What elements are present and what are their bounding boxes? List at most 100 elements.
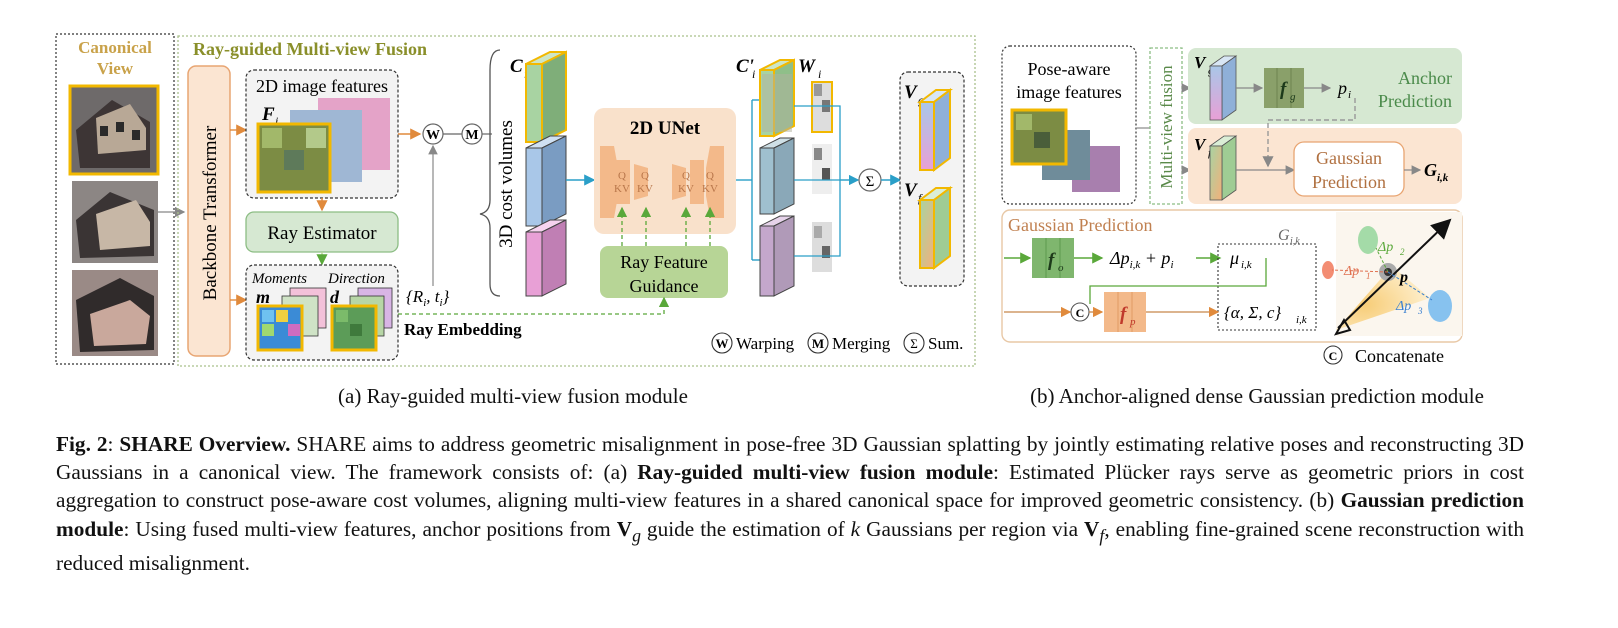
svg-text:o: o [1058,262,1064,274]
svg-text:m: m [256,287,270,307]
params-label: {α, Σ, c} [1224,303,1281,322]
ray-embedding-label: Ray Embedding [404,320,522,339]
svg-text:Σ: Σ [910,336,918,351]
svg-text:Anchor: Anchor [1398,68,1452,88]
ci-label: C [510,56,523,77]
fusion-region [177,35,976,367]
svg-text:Gaussian Prediction: Gaussian Prediction [1008,215,1152,235]
vf-small [1208,135,1238,201]
svg-text:Q: Q [706,170,714,182]
feature-maps [256,98,390,194]
multiview-fusion-bar [1149,47,1183,205]
svg-text:Q: Q [682,170,690,182]
svg-text:Backbone Transformer: Backbone Transformer [200,125,221,300]
svg-text:Δp: Δp [1377,240,1393,255]
gik-label: G [1424,160,1437,180]
view-image-3 [72,270,158,356]
svg-text:Q: Q [641,170,649,182]
svg-text:Ray Estimator: Ray Estimator [267,223,377,244]
caption-vf: V [1084,516,1100,541]
svg-text:3: 3 [1417,306,1423,316]
vf-label: V [904,180,918,201]
caption-text-5: Gaussians per region via [860,516,1085,541]
svg-text:Warping: Warping [736,334,795,353]
svg-text:Merging: Merging [832,334,891,353]
svg-text:Prediction: Prediction [1378,91,1452,111]
figure-caption: Fig. 2: SHARE Overview. SHARE aims to ad… [56,432,1525,576]
weight-maps [811,81,833,272]
svg-text:i: i [275,114,278,128]
svg-text:i: i [818,67,821,81]
caption-bold-1: Ray-guided multi-view fusion module [637,460,994,485]
svg-text:Direction: Direction [327,271,385,287]
svg-text:i,k: i,k [1241,259,1253,271]
svg-text:d: d [330,287,340,307]
svg-text:KV: KV [702,183,718,195]
svg-text:i: i [1348,89,1351,101]
svg-text:i: i [752,67,755,81]
svg-text:Moments: Moments [251,271,307,287]
caption-text-1: SHARE aims to address geometric misalign… [56,432,1524,485]
svg-text:Sum.: Sum. [928,334,963,353]
gik-output-box [1217,243,1317,331]
pose-label: {Ri, ti} [406,287,450,309]
fo-block [1032,238,1074,278]
svg-text:KV: KV [678,183,694,195]
caption-text-3: : Using fused multi-view features, ancho… [123,516,617,541]
feature-symbol: F [261,104,275,125]
svg-text:f: f [918,191,923,205]
mu-label: μ [1229,248,1239,268]
svg-text:Multi-view fusion: Multi-view fusion [1157,65,1176,189]
legend-b: C Concatenate [1323,345,1444,366]
canonical-image [68,84,160,176]
caption-text-4: guide the estimation of [640,516,851,541]
svg-text:Ray Feature: Ray Feature [620,252,707,272]
svg-text:View: View [97,59,134,78]
caption-text-6: , enabling fine-grained scene reconstruc… [56,516,1524,576]
svg-text:2: 2 [1400,247,1405,257]
caption-vg: V [616,516,633,541]
svg-text:p: p [1129,316,1136,328]
cost-volumes [525,50,567,297]
svg-text:i,k: i,k [1296,314,1308,326]
vg-small [1208,55,1238,121]
svg-text:image features: image features [1016,82,1121,102]
svg-text:g: g [918,93,924,107]
svg-text:Guidance: Guidance [630,276,699,296]
fusion-title: Ray-guided Multi-view Fusion [193,39,427,59]
offset-equation: Δpi,k + pi [1109,248,1174,271]
svg-text:Gaussian: Gaussian [1316,148,1382,168]
caption-title: SHARE Overview. [119,432,291,456]
svg-text:Σ: Σ [866,174,875,190]
canonical-view-label: Canonical [78,38,152,57]
legend-a: W Warping M Merging Σ Sum. [711,332,963,354]
subcaption-a: (a) Ray-guided multi-view fusion module [338,384,688,408]
pose-aware-maps [1010,108,1120,192]
backbone-transformer [187,65,231,357]
c-prime-label: C' [736,56,754,77]
ray-feature-guidance [600,246,728,298]
svg-text:M: M [812,336,824,351]
svg-text:V: V [1194,135,1207,154]
svg-text:C: C [1329,349,1338,363]
svg-text:p: p [1398,269,1408,286]
svg-text:W: W [716,336,729,351]
vg-volume [917,88,953,172]
svg-text:Prediction: Prediction [1312,172,1386,192]
view-image-2 [72,181,158,263]
svg-text:Q: Q [618,170,626,182]
svg-text:f: f [1120,304,1128,325]
pose-aware-features-box [1001,45,1137,205]
cost-volumes-label: 3D cost volumes [496,120,517,248]
svg-text:Concatenate: Concatenate [1355,346,1444,366]
svg-text:Δp: Δp [1395,299,1411,314]
unet-shapes [600,146,724,218]
svg-text:W: W [426,128,440,143]
gaussian-illustration [1322,212,1462,336]
svg-text:M: M [465,128,478,143]
vf-volume [917,186,953,270]
svg-text:f: f [1280,79,1288,100]
svg-text:V: V [1194,53,1207,72]
fp-block [1104,292,1146,332]
caption-text-2: : Estimated Plücker rays serve as geomet… [56,460,1525,513]
